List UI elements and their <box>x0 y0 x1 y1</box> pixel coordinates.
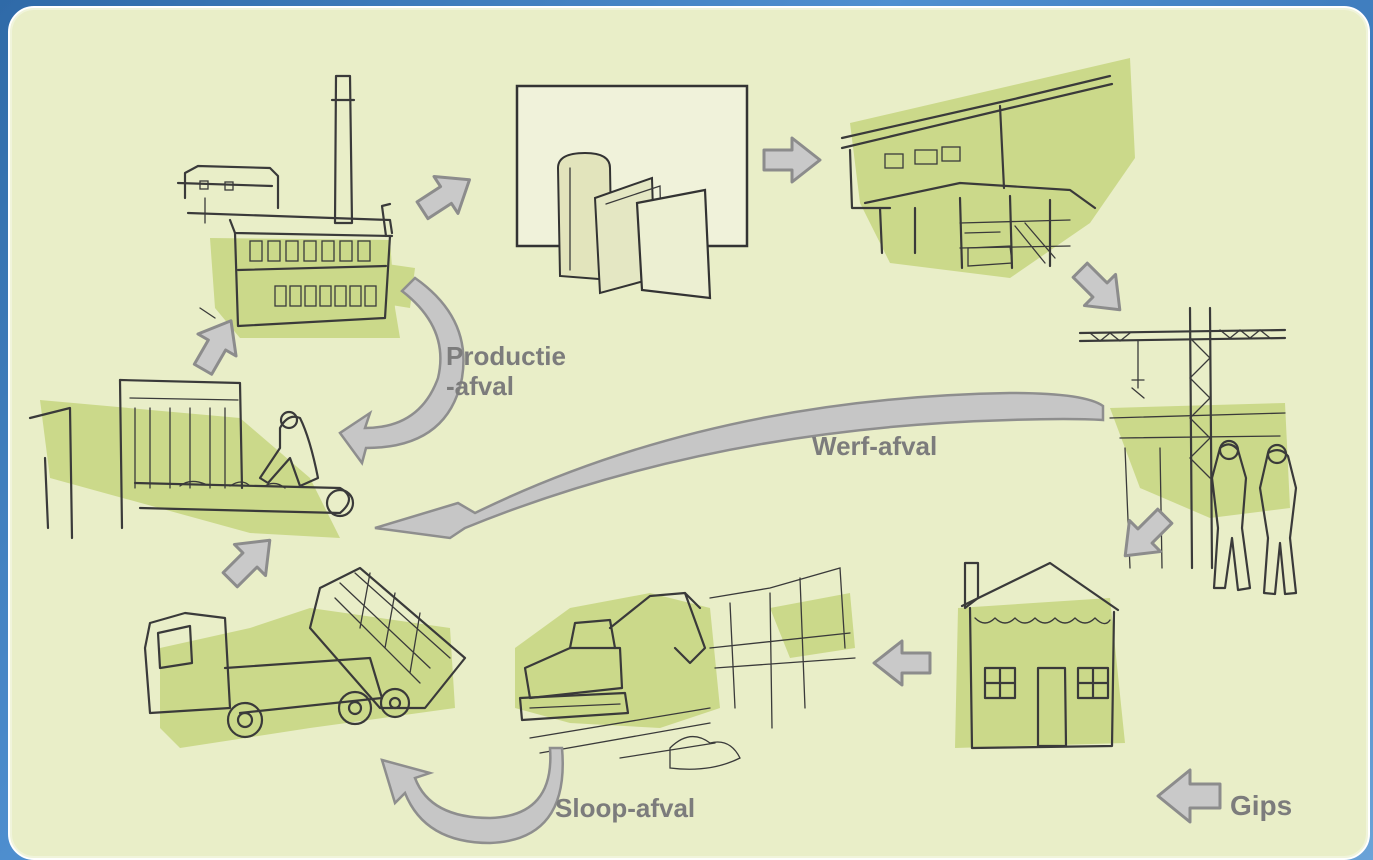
arrow-products-to-warehouse <box>762 136 822 184</box>
worker-figures <box>1210 439 1298 596</box>
excavator-demolition-icon <box>515 567 856 770</box>
container-truck-icon <box>143 566 467 748</box>
werf-afval-arrow <box>374 391 1105 540</box>
construction-crane-icon <box>1078 306 1298 596</box>
house-icon <box>955 561 1125 750</box>
arrow-warehouse-to-crane <box>1071 261 1122 312</box>
label-gips: Gips <box>1230 790 1293 821</box>
diagram-panel: Productie -afval Werf-afval Sloop-afval … <box>8 6 1370 860</box>
arrow-recycling-to-factory <box>192 319 238 376</box>
label-sloop-afval: Sloop-afval <box>555 793 696 823</box>
label-productie-afval: Productie -afval <box>446 341 566 401</box>
cycle-arrows <box>192 136 1222 824</box>
arrow-house-to-demolition <box>872 639 932 687</box>
label-werf-afval: Werf-afval <box>812 431 938 461</box>
productie-afval-arrow <box>338 276 465 466</box>
sloop-afval-arrow <box>380 746 564 845</box>
curved-waste-arrows <box>338 276 1105 845</box>
arrow-gips-input <box>1156 768 1222 824</box>
arrow-factory-to-products <box>415 175 471 221</box>
gypsum-board-products-icon <box>515 84 749 300</box>
cycle-illustration <box>28 58 1298 845</box>
factory-icon <box>176 74 415 338</box>
arrow-crane-to-house <box>1123 507 1174 558</box>
warehouse-icon <box>840 58 1135 278</box>
recycling-conveyor-icon <box>28 378 355 540</box>
arrow-truck-to-recycling <box>221 538 272 589</box>
